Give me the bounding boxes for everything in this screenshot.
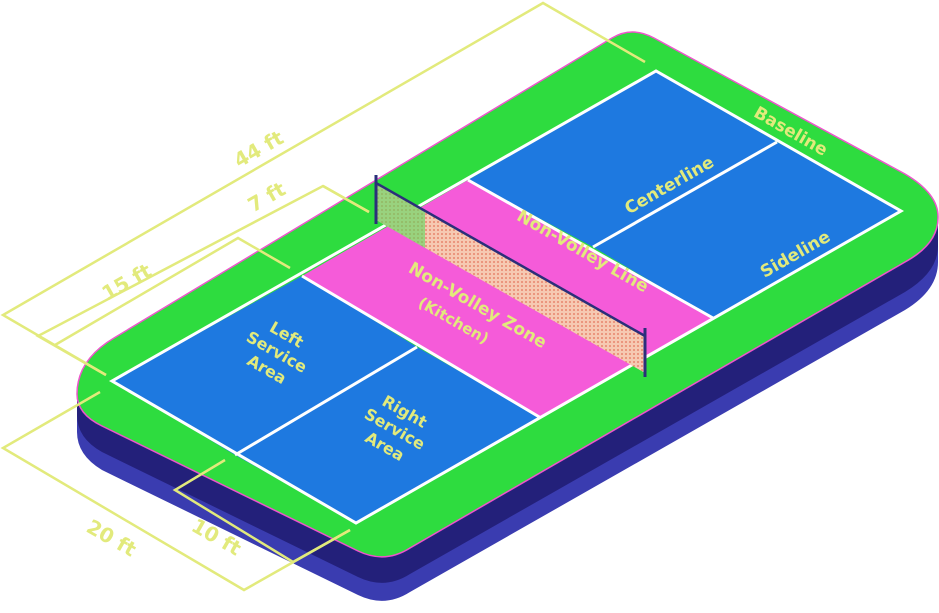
kitchen-depth-dimension-line <box>322 184 370 214</box>
left-service-area-label: Left Service Area <box>243 318 310 388</box>
net-top-cord <box>375 181 646 338</box>
far-left-service-area <box>468 71 777 247</box>
court-lines <box>108 69 905 525</box>
net-mesh <box>376 183 645 373</box>
near-centerline <box>234 345 418 457</box>
dimension-lines <box>0 1 646 592</box>
net <box>374 175 647 377</box>
service-depth-dimension-label: 15 ft <box>98 258 156 305</box>
far-right-service-area <box>593 142 901 318</box>
court-outline <box>108 69 905 525</box>
width-dimension-label: 20 ft <box>82 514 140 561</box>
far-centerline <box>592 140 778 249</box>
service-line-dimension-line <box>54 236 291 347</box>
length-dimension-label: 44 ft <box>230 125 288 172</box>
service-width-dimension-line <box>172 458 351 564</box>
right-service-area <box>235 347 541 523</box>
far-non-volley-line <box>467 178 714 320</box>
net-tint-left <box>376 183 425 248</box>
left-service-area <box>112 276 417 455</box>
non-volley-zone <box>302 180 713 418</box>
near-non-volley-line <box>301 274 542 420</box>
kitchen-depth-dimension-label: 7 ft <box>244 177 290 217</box>
